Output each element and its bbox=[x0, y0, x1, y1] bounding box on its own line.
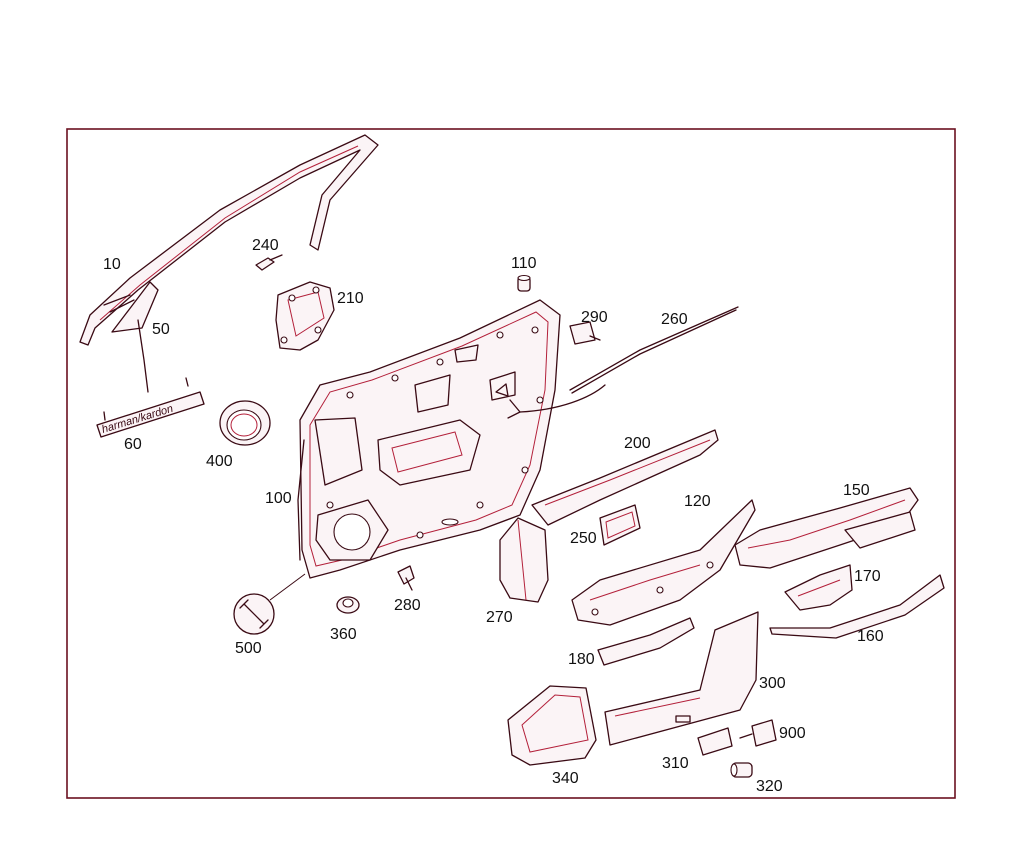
callout-400: 400 bbox=[206, 453, 233, 470]
callout-320: 320 bbox=[756, 778, 783, 795]
part-cap-320 bbox=[730, 762, 753, 778]
callout-340: 340 bbox=[552, 770, 579, 787]
part-speaker-badge: harman/kardon bbox=[96, 377, 205, 438]
part-pocket-trim-340 bbox=[507, 685, 597, 766]
part-switch-290 bbox=[569, 321, 601, 345]
callout-180: 180 bbox=[568, 651, 595, 668]
part-cable-260 bbox=[495, 306, 739, 419]
part-pocket-cover-270 bbox=[499, 517, 549, 603]
callout-160: 160 bbox=[857, 628, 884, 645]
callout-240: 240 bbox=[252, 237, 279, 254]
callout-260: 260 bbox=[661, 311, 688, 328]
callout-210: 210 bbox=[337, 290, 364, 307]
part-clip-nut-360 bbox=[336, 596, 360, 614]
badge-logo-text: harman/kardon bbox=[100, 403, 174, 436]
callout-360: 360 bbox=[330, 626, 357, 643]
part-handle-cover-250 bbox=[599, 504, 641, 546]
callout-270: 270 bbox=[486, 609, 513, 626]
part-speaker-ring bbox=[219, 400, 271, 446]
part-trim-strip-180 bbox=[597, 617, 695, 666]
part-regulator-bracket bbox=[275, 281, 335, 351]
diagram-frame bbox=[66, 128, 956, 799]
callout-280: 280 bbox=[394, 597, 421, 614]
part-bolt-280 bbox=[397, 565, 415, 591]
callout-170: 170 bbox=[854, 568, 881, 585]
part-upper-trim-strip bbox=[531, 429, 719, 526]
part-connector-900 bbox=[739, 719, 777, 747]
part-door-trim-carrier bbox=[571, 499, 756, 626]
part-grab-handle-170 bbox=[784, 564, 853, 611]
callout-50: 50 bbox=[152, 321, 170, 338]
callout-110: 110 bbox=[511, 255, 537, 272]
callout-100: 100 bbox=[265, 490, 292, 507]
part-door-inner-panel bbox=[297, 299, 561, 579]
part-mirror-triangle-cover bbox=[103, 281, 159, 393]
callout-60: 60 bbox=[124, 436, 142, 453]
callout-310: 310 bbox=[662, 755, 689, 772]
callout-250: 250 bbox=[570, 530, 597, 547]
part-screw-240 bbox=[255, 254, 283, 271]
callout-150: 150 bbox=[843, 482, 870, 499]
callout-500: 500 bbox=[235, 640, 262, 657]
callout-900: 900 bbox=[779, 725, 806, 742]
part-window-frame-trim bbox=[79, 134, 379, 346]
part-lower-door-trim-300 bbox=[604, 611, 759, 746]
callout-10: 10 bbox=[103, 256, 121, 273]
callout-290: 290 bbox=[581, 309, 608, 326]
callout-120: 120 bbox=[684, 493, 711, 510]
callout-200: 200 bbox=[624, 435, 651, 452]
part-armrest-150 bbox=[734, 487, 919, 569]
part-tool-symbol-500 bbox=[233, 573, 306, 635]
part-switch-unit-310 bbox=[697, 727, 733, 756]
part-plug-110 bbox=[517, 274, 531, 292]
part-lower-trim-strip-160 bbox=[769, 574, 945, 639]
callout-300: 300 bbox=[759, 675, 786, 692]
